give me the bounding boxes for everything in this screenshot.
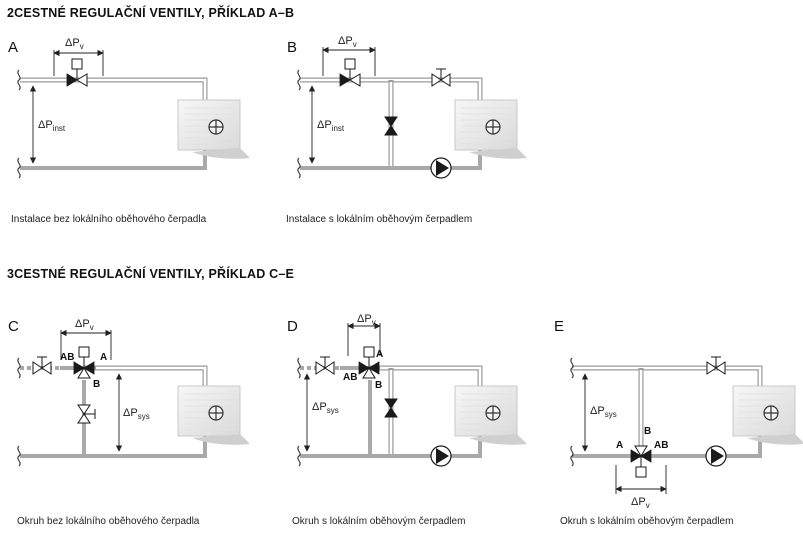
dp-main-label: ΔPinst <box>317 119 345 133</box>
three-way-valve-icon <box>630 445 652 478</box>
heat-exchanger-icon <box>732 385 803 446</box>
manual-valve-icon <box>32 356 52 375</box>
pump-icon <box>705 445 727 467</box>
section-title-2way: 2CESTNÉ REGULAČNÍ VENTILY, PŘÍKLAD A–B <box>7 5 294 20</box>
heat-exchanger-icon <box>454 385 528 446</box>
port-a-label: A <box>616 440 623 451</box>
balancing-valve-icon <box>384 116 398 136</box>
caption: Instalace s lokálním oběhovým čerpadlem <box>286 214 472 225</box>
caption: Okruh s lokálním oběhovým čerpadlem <box>292 516 465 527</box>
port-b-label: B <box>644 426 651 437</box>
heat-exchanger-icon <box>177 99 251 160</box>
dp-v-label: ΔPv <box>631 496 650 510</box>
port-b-label: B <box>93 379 100 390</box>
diagram-letter: C <box>8 318 19 335</box>
diagram-c: C ΔPv AB A B ΔPsys Okruh bez lokálního o… <box>8 318 251 527</box>
diagram-letter: E <box>554 318 564 335</box>
diagram-letter: A <box>8 39 18 56</box>
manual-valve-icon <box>315 356 335 375</box>
three-way-valve-icon <box>73 346 95 379</box>
dp-v-label: ΔPv <box>338 35 357 49</box>
balancing-valve-icon <box>384 398 398 418</box>
dp-main-label: ΔPsys <box>123 407 150 421</box>
port-a-label: A <box>100 352 107 363</box>
port-b-label: B <box>375 380 382 391</box>
dp-v-label: ΔPv <box>65 37 84 51</box>
port-a-label: A <box>376 349 383 360</box>
pump-icon <box>430 157 452 179</box>
port-ab-label: AB <box>60 352 74 363</box>
caption: Instalace bez lokálního oběhového čerpad… <box>11 214 207 225</box>
balancing-valve-icon <box>77 404 96 424</box>
diagram-letter: D <box>287 318 298 335</box>
manual-valve-icon <box>431 68 451 87</box>
diagram-e: E A B AB ΔPv ΔPsys Okruh s lokálním oběh… <box>554 318 803 527</box>
pump-icon <box>430 445 452 467</box>
dp-main-label: ΔPsys <box>590 405 617 419</box>
dp-main-label: ΔPinst <box>38 119 66 133</box>
diagram-d: D ΔPv A AB B ΔPsys Okruh s lokálním oběh… <box>287 313 528 527</box>
dp-main-label: ΔPsys <box>312 401 339 415</box>
caption: Okruh bez lokálního oběhového čerpadla <box>17 516 200 527</box>
port-ab-label: AB <box>343 372 357 383</box>
heat-exchanger-icon <box>454 99 528 160</box>
dp-v-label: ΔPv <box>75 318 94 332</box>
diagram-letter: B <box>287 39 297 56</box>
section-title-3way: 3CESTNÉ REGULAČNÍ VENTILY, PŘÍKLAD C–E <box>7 266 294 281</box>
manual-valve-icon <box>706 356 726 375</box>
caption: Okruh s lokálním oběhovým čerpadlem <box>560 516 733 527</box>
port-ab-label: AB <box>654 440 668 451</box>
heat-exchanger-icon <box>177 385 251 446</box>
dp-v-label: ΔPv <box>357 313 376 327</box>
diagram-b: B ΔPv ΔPinst Instalace s lokálním oběhov… <box>286 35 528 225</box>
diagram-a: A ΔPv ΔPinst Instalace bez lokálního obě… <box>8 37 251 225</box>
